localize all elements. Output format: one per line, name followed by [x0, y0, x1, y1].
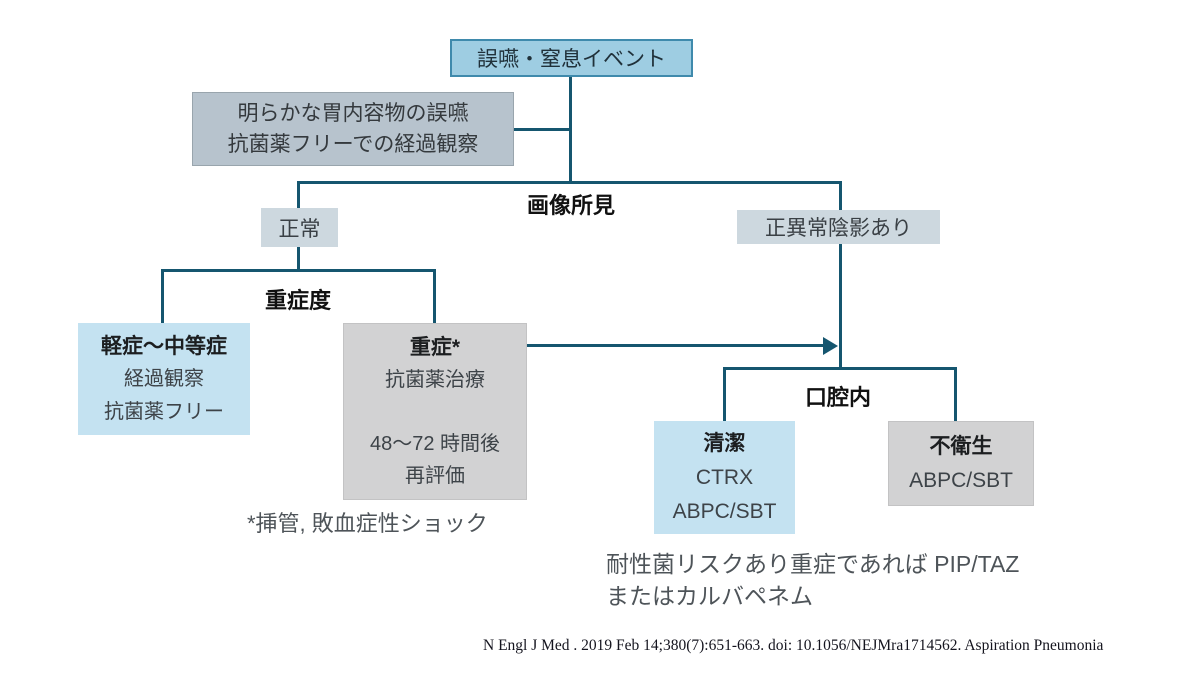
connector-abnormal-down — [839, 181, 842, 370]
node-severe-spacer — [432, 396, 438, 428]
node-gastric-contents: 明らかな胃内容物の誤嚥 抗菌薬フリーでの経過観察 — [192, 92, 514, 166]
connector-severity-branch — [161, 269, 436, 272]
connector-clean-down — [723, 367, 726, 423]
node-clean-title: 清潔 — [703, 431, 746, 455]
node-unhygienic-line1: ABPC/SBT — [909, 468, 1013, 492]
node-clean: 清潔 CTRX ABPC/SBT — [654, 421, 795, 534]
connector-mild-down — [161, 269, 164, 325]
node-aspiration-event: 誤嚥・窒息イベント — [450, 39, 693, 77]
connector-gastric — [514, 128, 571, 131]
node-mild-line2: 抗菌薬フリー — [104, 400, 224, 423]
node-mild-line1: 経過観察 — [124, 367, 204, 390]
resistant-bacteria-note-line2: またはカルバペネム — [606, 583, 813, 609]
imaging-findings-label: 画像所見 — [526, 193, 615, 218]
node-normal: 正常 — [261, 208, 338, 247]
node-clean-line1: CTRX — [695, 465, 754, 489]
node-unhygienic-title: 不衛生 — [929, 434, 993, 458]
connector-unhygienic-down — [954, 367, 957, 423]
node-gastric-line2: 抗菌薬フリーでの経過観察 — [227, 133, 479, 156]
citation-text: N Engl J Med . 2019 Feb 14;380(7):651-66… — [483, 637, 1104, 654]
severe-to-abnormal-arrow-head — [823, 336, 838, 355]
node-abnormal-shadow-label: 正異常陰影あり — [765, 217, 912, 240]
resistant-bacteria-note-line1: 耐性菌リスクあり重症であれば PIP/TAZ — [606, 551, 1020, 577]
node-unhygienic: 不衛生 ABPC/SBT — [888, 421, 1034, 506]
node-mild-title: 軽症〜中等症 — [101, 334, 227, 358]
connector-imaging-branch — [297, 181, 842, 184]
oral-cavity-label: 口腔内 — [804, 385, 871, 410]
node-normal-label: 正常 — [278, 217, 321, 241]
connector-severe-down — [433, 269, 436, 325]
node-abnormal-shadow: 正異常陰影あり — [737, 210, 940, 244]
node-gastric-line1: 明らかな胃内容物の誤嚥 — [237, 102, 469, 125]
connector-oral-branch — [723, 367, 957, 370]
node-clean-line2: ABPC/SBT — [672, 499, 777, 523]
node-severe-line2: 48〜72 時間後 — [369, 432, 501, 455]
node-severe-line1: 抗菌薬治療 — [385, 368, 485, 391]
node-aspiration-event-label: 誤嚥・窒息イベント — [477, 48, 666, 71]
severity-label: 重症度 — [264, 288, 331, 313]
intubation-footnote: *挿管, 敗血症性ショック — [247, 511, 488, 536]
node-severe-line3: 再評価 — [405, 464, 465, 487]
resistant-bacteria-note: 耐性菌リスクあり重症であれば PIP/TAZ またはカルバペネム — [606, 548, 1019, 612]
node-mild-moderate: 軽症〜中等症 経過観察 抗菌薬フリー — [78, 323, 250, 435]
node-severe: 重症* 抗菌薬治療 48〜72 時間後 再評価 — [343, 323, 527, 500]
severe-to-abnormal-arrow-shaft — [527, 344, 824, 347]
node-severe-title: 重症* — [409, 335, 461, 359]
